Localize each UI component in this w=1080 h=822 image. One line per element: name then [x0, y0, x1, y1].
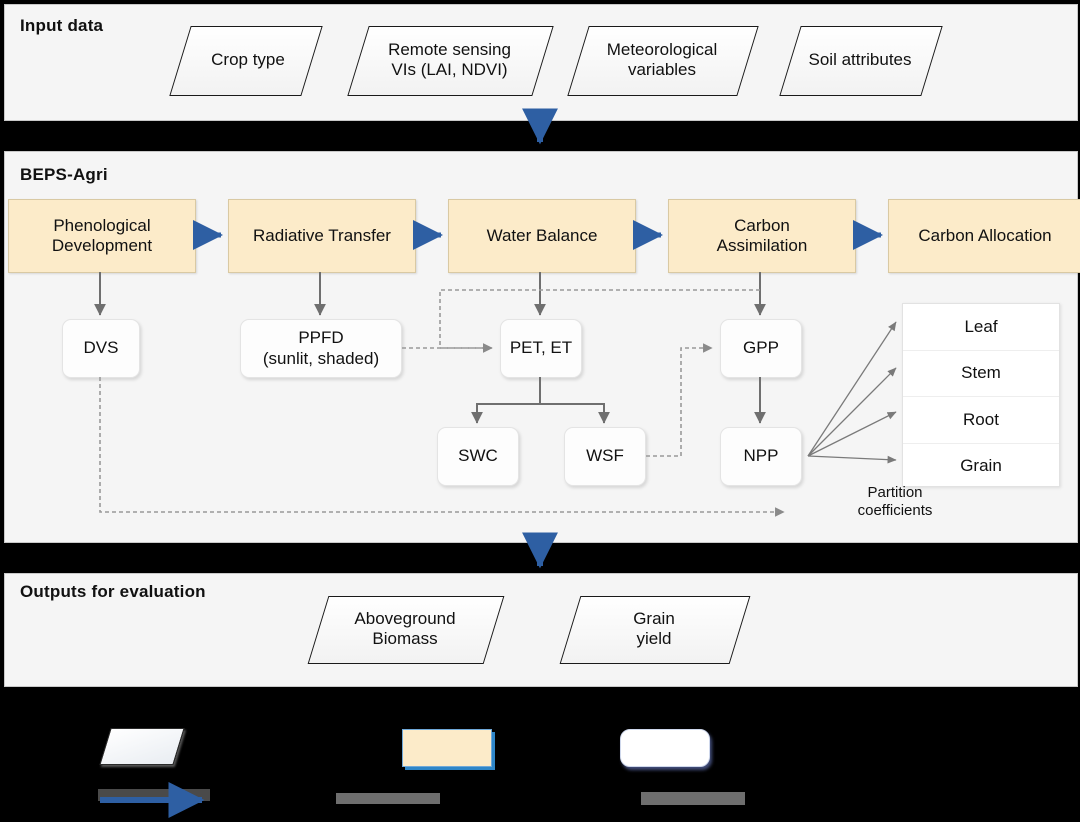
input-shape-soil-attributes	[779, 26, 943, 96]
organ-row-leaf: Leaf	[903, 304, 1059, 351]
process-box-water-balance: Water Balance	[448, 199, 636, 273]
text-line: PET, ET	[509, 338, 573, 358]
input-shape-crop-type	[169, 26, 323, 96]
text-line: NPP	[743, 446, 779, 466]
outputs-panel-title: Outputs for evaluation	[20, 582, 206, 601]
beps-agri-panel-title: BEPS-Agri	[20, 165, 108, 184]
organ-row-stem: Stem	[903, 351, 1059, 397]
output-shape-grain-yield	[559, 596, 751, 664]
variable-box-npp: NPP	[720, 427, 802, 486]
text-line: DVS	[83, 338, 119, 358]
variable-box-dvs: DVS	[62, 319, 140, 378]
legend-caption-redacted-1	[98, 789, 210, 801]
process-box-radiative-transfer: Radiative Transfer	[228, 199, 416, 273]
text-line: Carbon Allocation	[918, 225, 1052, 245]
text-line: coefficients	[857, 502, 933, 520]
variable-box-wsf: WSF	[564, 427, 646, 486]
text-line: GPP	[743, 338, 779, 358]
variable-box-ppfd: PPFD (sunlit, shaded)	[240, 319, 402, 378]
process-box-phenological-development: Phenological Development	[8, 199, 196, 273]
output-shape-aboveground-biomass	[307, 596, 505, 664]
legend-yellow-box-swatch	[402, 729, 492, 767]
process-box-carbon-allocation: Carbon Allocation	[888, 199, 1080, 273]
text-line: WSF	[586, 446, 624, 466]
allocation-organ-table: Leaf Stem Root Grain	[902, 303, 1060, 487]
organ-label: Grain	[960, 456, 1002, 476]
text-line: Radiative Transfer	[253, 225, 391, 245]
partition-coefficients-annotation: Partition coefficients	[795, 484, 995, 521]
text-line: Assimilation	[716, 236, 808, 255]
text-line: Carbon	[734, 215, 790, 235]
legend-caption-redacted-3	[641, 792, 745, 805]
legend-white-rounded-box-swatch	[620, 729, 710, 767]
organ-row-root: Root	[903, 397, 1059, 444]
text-line: Partition	[867, 484, 923, 501]
organ-label: Root	[963, 409, 999, 429]
text-line: PPFD	[298, 328, 344, 348]
text-line: Water Balance	[486, 225, 598, 245]
text-line: SWC	[458, 446, 498, 466]
variable-box-gpp: GPP	[720, 319, 802, 378]
organ-label: Stem	[961, 363, 1001, 383]
outputs-panel	[4, 573, 1078, 687]
organ-label: Leaf	[964, 316, 998, 336]
text-line: Phenological	[53, 215, 151, 235]
organ-row-grain: Grain	[903, 444, 1059, 490]
input-shape-remote-sensing	[347, 26, 554, 96]
input-shape-meteorological	[567, 26, 759, 96]
legend-caption-redacted-2	[336, 793, 440, 804]
text-line: Development	[51, 236, 153, 255]
process-box-carbon-assimilation: Carbon Assimilation	[668, 199, 856, 273]
input-data-panel-title: Input data	[20, 16, 104, 35]
text-line: (sunlit, shaded)	[262, 348, 380, 368]
variable-box-pet-et: PET, ET	[500, 319, 582, 378]
variable-box-swc: SWC	[437, 427, 519, 486]
legend-parallelogram-swatch	[99, 728, 185, 765]
